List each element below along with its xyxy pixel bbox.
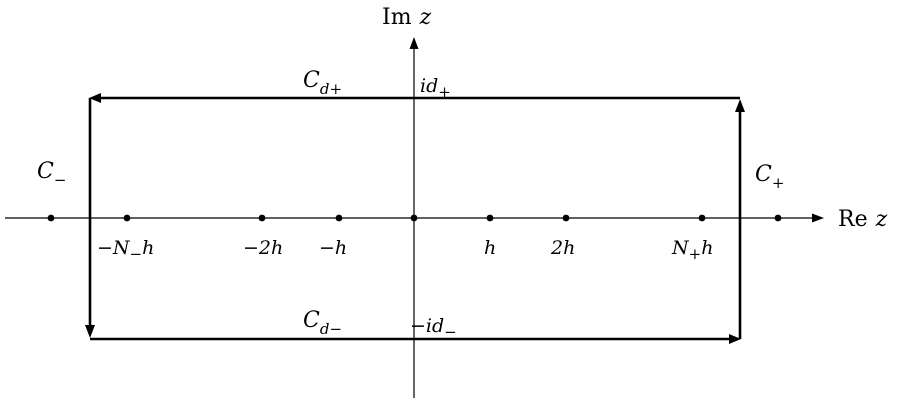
contour-label-right: C+ [755, 162, 784, 192]
dot-neg-2h [258, 214, 266, 222]
dot-neg-h [335, 214, 343, 222]
contour-label-top: Cd+ [303, 68, 342, 98]
dot-origin [410, 214, 418, 222]
imag-tick-lower: −id− [410, 315, 457, 341]
real-tick-h: h [484, 237, 496, 259]
contour-right-arrowhead [735, 99, 745, 112]
real-axis-arrowhead [812, 213, 824, 223]
imag-axis-arrowhead [409, 37, 419, 49]
real-tick-2h: 2h [550, 237, 575, 259]
real-tick-neg-2h: −2h [243, 237, 283, 259]
dot-outer-right [774, 214, 782, 222]
dot-2h [562, 214, 570, 222]
contour-left-arrowhead [85, 325, 95, 338]
dot-outer-left [47, 214, 55, 222]
real-tick-neg-h: −h [319, 237, 347, 259]
real-tick-pos-N-h: N+h [671, 237, 713, 263]
contour-top-arrowhead [89, 93, 101, 103]
dot-pos-N-h [698, 214, 706, 222]
contour-label-bottom: Cd− [303, 308, 342, 338]
real-tick-neg-N-h: −N−h [97, 237, 154, 263]
contour-bottom-arrowhead [729, 334, 741, 344]
contour-label-left: C− [37, 159, 66, 189]
imag-tick-upper: id+ [420, 75, 451, 101]
dot-neg-N-h [123, 214, 131, 222]
dot-h [486, 214, 494, 222]
